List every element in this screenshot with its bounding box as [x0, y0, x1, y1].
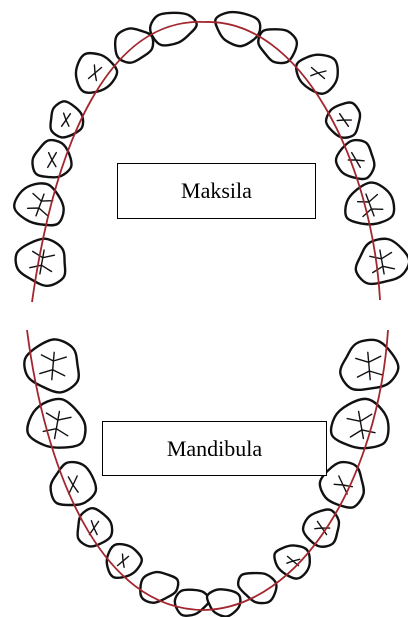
maxillary-tooth [344, 181, 396, 226]
maxillary-tooth-groove [310, 66, 327, 80]
mandibular-tooth [139, 570, 180, 605]
mandibular-arch [23, 338, 400, 617]
mandibular-tooth-groove [88, 520, 100, 536]
mandibular-tooth-groove [42, 410, 72, 440]
mandibular-tooth-outline [173, 588, 211, 617]
mandibular-tooth-groove [67, 475, 79, 495]
mandibular-tooth-outline [105, 542, 144, 580]
mandibular-tooth-outline [329, 397, 390, 450]
maxillary-tooth-outline [148, 11, 198, 47]
mandibular-tooth-groove [286, 555, 301, 567]
maxillary-tooth-groove [336, 113, 352, 127]
mandibular-tooth-outline [139, 570, 180, 605]
maxillary-tooth-outline [14, 237, 67, 287]
maxillary-tooth [257, 28, 299, 65]
maxillary-tooth-groove [60, 112, 72, 127]
maxillary-tooth [354, 237, 408, 286]
maxillary-tooth [148, 11, 198, 47]
mandibular-tooth-groove [355, 351, 383, 381]
mandibular-tooth [26, 397, 87, 449]
maxillary-tooth [214, 10, 262, 48]
maxillary-arch-line [31, 21, 381, 303]
maxillary-tooth-outline [214, 10, 262, 48]
mandibular-tooth-outline [26, 397, 87, 449]
maxillary-tooth [294, 53, 339, 95]
maxillary-tooth-groove [47, 151, 57, 169]
mandibular-tooth-outline [236, 571, 278, 605]
mandibular-tooth [329, 397, 390, 450]
mandibular-tooth [173, 588, 211, 617]
mandibular-tooth [205, 588, 242, 617]
mandibular-tooth [105, 542, 144, 580]
maxillary-tooth [74, 51, 119, 94]
maxillary-tooth [324, 101, 362, 139]
mandibular-tooth [76, 507, 114, 548]
maxillary-arch [13, 10, 408, 287]
mandibular-tooth [236, 571, 278, 605]
mandibular-tooth [318, 460, 366, 509]
mandibular-tooth-groove [333, 475, 353, 495]
mandible-label: Mandibula [102, 421, 327, 476]
maxillary-tooth-outline [74, 51, 119, 94]
maxillary-tooth [14, 237, 67, 287]
mandibular-tooth-groove [116, 553, 130, 568]
maxillary-tooth-groove [87, 64, 103, 82]
maxillary-tooth [49, 100, 85, 139]
maxillary-tooth [13, 182, 65, 227]
maxilla-label: Maksila [117, 163, 316, 219]
maxillary-tooth-groove [26, 192, 54, 217]
mandibular-tooth [339, 338, 400, 392]
mandibular-arch-line [26, 329, 389, 611]
maxillary-tooth-outline [13, 182, 65, 227]
maxillary-tooth-groove [29, 249, 56, 275]
mandibular-tooth-groove [39, 351, 67, 381]
mandibular-tooth-groove [346, 410, 376, 440]
mandibular-tooth [49, 460, 98, 507]
maxillary-tooth-outline [257, 28, 299, 65]
mandibular-tooth-outline [205, 588, 242, 617]
mandibular-tooth [273, 544, 312, 580]
